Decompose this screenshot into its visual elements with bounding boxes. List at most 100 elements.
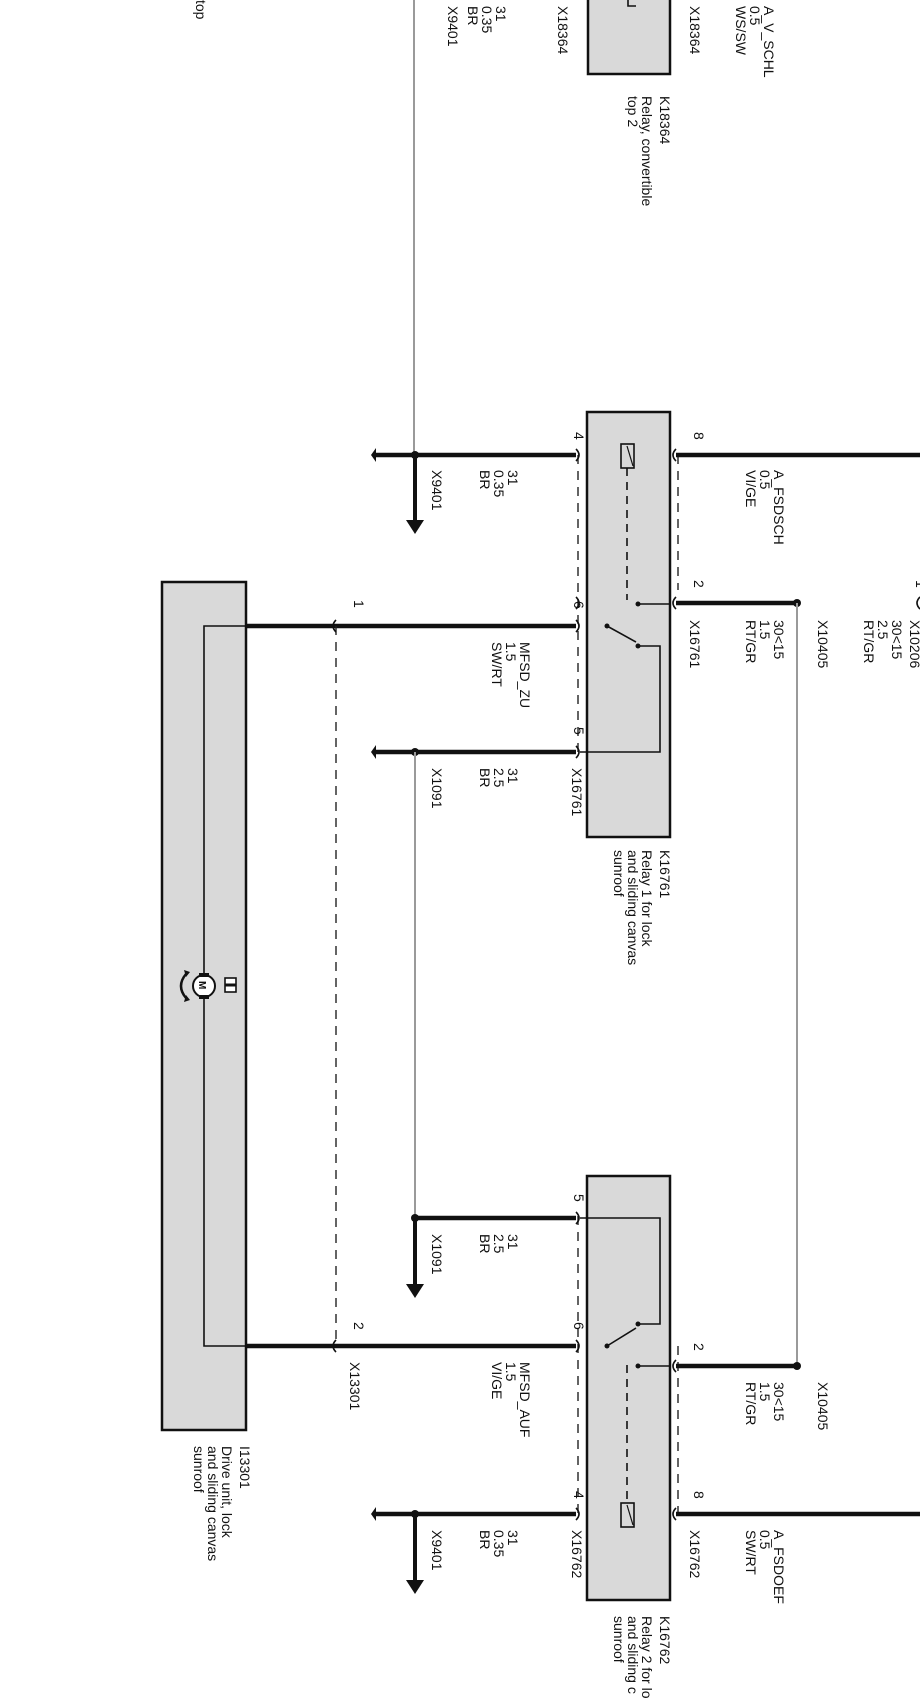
relay2-desc-line1: Relay 2 for lo — [639, 1616, 655, 1699]
supply-connector-x10206: X10206 — [907, 620, 920, 668]
drive-unit-desc-line3: sunroof — [191, 1446, 207, 1493]
relay2-pin5: 5 — [571, 1194, 587, 1202]
relay2-pin2-wire-line3: RT/GR — [743, 1382, 759, 1425]
relay-k18364-desc-line2: top 2 — [625, 96, 641, 127]
relay1-pin5-wire-line3: BR — [477, 768, 493, 787]
wire-top-side-line1: 31 — [493, 6, 509, 22]
wire-a-fsdoef-line3: SW/RT — [743, 1530, 759, 1575]
wire-a-fsdoef-line1: A_FSDOEF — [771, 1530, 787, 1604]
relay2-pin2-wire-line2: 1.5 — [757, 1382, 773, 1402]
relay-k16762-box — [585, 1174, 672, 1602]
relay1-splice-x10405: X10405 — [815, 620, 831, 668]
drive-unit-desc-line2: and sliding canvas — [205, 1446, 221, 1561]
relay1-pin8: 8 — [691, 432, 707, 440]
relay1-pin4-wire-line1: 31 — [505, 470, 521, 486]
relay2-ground-x1091: X1091 — [429, 1234, 445, 1275]
relay1-pin2-wire-line2: 1.5 — [757, 620, 773, 640]
relay1-pin5: 5 — [571, 727, 587, 735]
relay2-pin2-wire-line1: 30<15 — [771, 1382, 787, 1422]
supply-wire-line3: RT/GR — [861, 620, 877, 663]
relay-k18364-symbol — [627, 0, 636, 7]
relay-k16761 — [246, 410, 920, 1366]
relay1-pin2-wire-line3: RT/GR — [743, 620, 759, 663]
drive-unit-id: I13301 — [237, 1446, 253, 1489]
relay1-pin5-wire-line1: 31 — [505, 768, 521, 784]
relay2-pin8: 8 — [691, 1491, 707, 1499]
wire-top-side-line3: BR — [465, 6, 481, 25]
drive-unit-pin1: 1 — [351, 600, 367, 608]
relay2-pin4: 4 — [571, 1491, 587, 1499]
label-top: top — [193, 0, 209, 20]
motor-rotation-arrow-icon — [179, 973, 187, 999]
wire-mfsd-zu-line2: 1.5 — [503, 642, 519, 662]
motor-letter: M — [196, 981, 207, 989]
relay2-pin4-connector: X16762 — [569, 1530, 585, 1578]
wire-mfsd-auf-line2: 1.5 — [503, 1362, 519, 1382]
wire-mfsd-auf-line1: MFSD_AUF — [517, 1362, 533, 1437]
labels: top X9401 31 0.35 BR X18364 X18364 A_V_S… — [191, 0, 920, 1699]
relay-k18364-id: K18364 — [657, 96, 673, 144]
relay2-pin6: 6 — [571, 1322, 587, 1330]
relay-k16761-box — [585, 410, 672, 839]
relay1-pin4-wire-line2: 0.35 — [491, 470, 507, 497]
label-x9401-top: X9401 — [445, 6, 461, 47]
relay1-pin2: 2 — [691, 580, 707, 588]
drive-unit-pin2: 2 — [351, 1322, 367, 1330]
relay2-desc-line2: and sliding c — [625, 1616, 641, 1694]
relay2-pin5-wire-line1: 31 — [505, 1234, 521, 1250]
relay1-pin4-wire-line3: BR — [477, 470, 493, 489]
relay-k16762-coil — [620, 1502, 635, 1528]
relay-k16761-switch — [606, 625, 637, 643]
ground-arrow-x1091-relay2 — [406, 1284, 424, 1298]
relay2-id: K16762 — [657, 1616, 673, 1664]
wire-mfsd-zu-line3: SW/RT — [489, 642, 505, 687]
relay-k18364-desc-line1: Relay, convertible — [639, 96, 655, 206]
relay1-desc-line3: sunroof — [611, 850, 627, 897]
drive-unit-i13301 — [160, 580, 337, 1432]
relay2-pin8-connector: X16762 — [687, 1530, 703, 1578]
relay2-ground-x9401: X9401 — [429, 1530, 445, 1571]
drive-unit-connector-x13301: X13301 — [347, 1362, 363, 1410]
relay2-pin2: 2 — [691, 1343, 707, 1351]
wire-a-v-schl-line3: WS/SW — [733, 6, 749, 56]
relay2-pin4-wire-line2: 0.35 — [491, 1530, 507, 1557]
label-x18364-pin: X18364 — [555, 6, 571, 54]
supply-wire-line1: 30<15 — [889, 620, 905, 660]
relay1-desc-line1: Relay 1 for lock — [639, 850, 655, 947]
wire-a-fsdsch-line3: VI/GE — [743, 470, 759, 507]
relay1-id: K16761 — [657, 850, 673, 898]
relay2-desc-line3: sunroof — [611, 1616, 627, 1663]
wire-a-v-schl-line2: 0.5 — [747, 6, 763, 26]
wire-a-fsdsch-line1: A_FSDSCH — [771, 470, 787, 545]
splice-x10405-relay2 — [793, 1362, 801, 1370]
wire-a-fsdoef-line2: 0.5 — [757, 1530, 773, 1550]
relay2-pin5-wire-line2: 2.5 — [491, 1234, 507, 1254]
wire-a-fsdsch-line2: 0.5 — [757, 470, 773, 490]
wire-mfsd-zu-line1: MFSD_ZU — [517, 642, 533, 708]
ground-arrow-x9401-relay2 — [406, 1580, 424, 1594]
relay2-pin4-wire-line1: 31 — [505, 1530, 521, 1546]
relay1-pin2-connector: X16761 — [687, 620, 703, 668]
drive-unit-desc-line1: Drive unit, lock — [219, 1446, 235, 1539]
relay1-pin5-connector: X16761 — [569, 768, 585, 816]
relay2-pin4-wire-line3: BR — [477, 1530, 493, 1549]
relay2-splice-x10405: X10405 — [815, 1382, 831, 1430]
relay1-pin5-wire-line2: 2.5 — [491, 768, 507, 788]
supply-wire-line2: 2.5 — [875, 620, 891, 640]
relay1-desc-line2: and sliding canvas — [625, 850, 641, 965]
relay1-pin2-wire-line1: 30<15 — [771, 620, 787, 660]
relay1-ground-x9401: X9401 — [429, 470, 445, 511]
wire-mfsd-auf-line3: VI/GE — [489, 1362, 505, 1399]
ground-arrow-x9401-relay1 — [406, 520, 424, 534]
relay-k16762 — [246, 1174, 920, 1602]
relay-k18364-box — [586, 0, 672, 76]
relay1-pin4: 4 — [571, 432, 587, 440]
relay-k18364-fragment — [413, 0, 672, 453]
relay-k16762-switch — [606, 1327, 637, 1347]
relay1-ground-x1091: X1091 — [429, 768, 445, 809]
label-x18364-top: X18364 — [687, 6, 703, 54]
relay2-pin5-wire-line3: BR — [477, 1234, 493, 1253]
wire-a-v-schl-line1: A_V_SCHL — [761, 6, 777, 78]
relay1-pin6: 6 — [571, 601, 587, 609]
